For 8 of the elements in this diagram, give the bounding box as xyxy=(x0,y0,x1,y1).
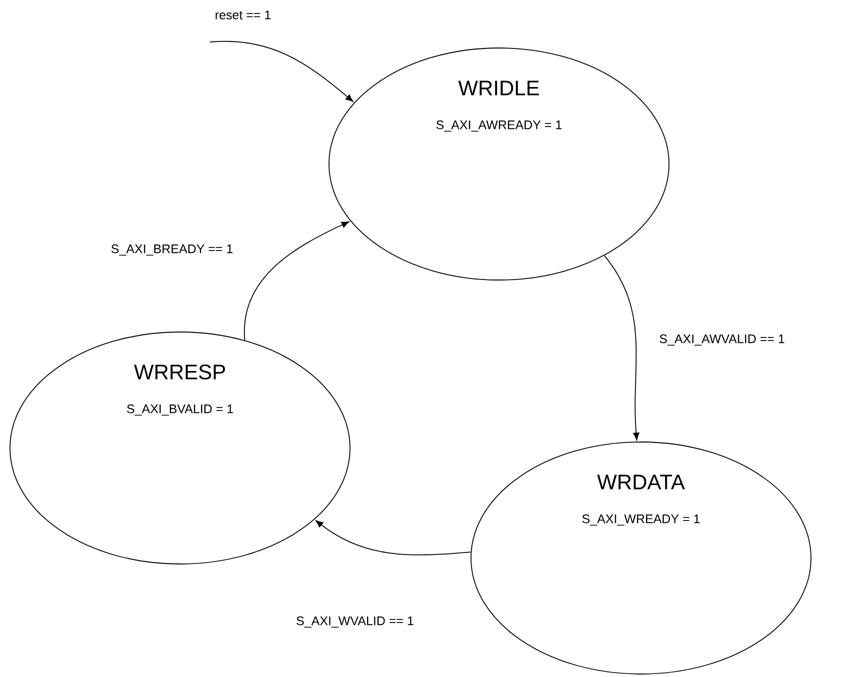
arrow xyxy=(210,40,354,102)
edge-label: S_AXI_BREADY == 1 xyxy=(110,243,234,257)
arrow xyxy=(315,520,472,556)
edge-label: S_AXI_WVALID == 1 xyxy=(295,615,415,629)
edge-label: S_AXI_AWVALID == 1 xyxy=(658,333,786,347)
edge-label: reset == 1 xyxy=(214,10,272,20)
arrow xyxy=(604,255,640,440)
arrow xyxy=(244,221,350,341)
